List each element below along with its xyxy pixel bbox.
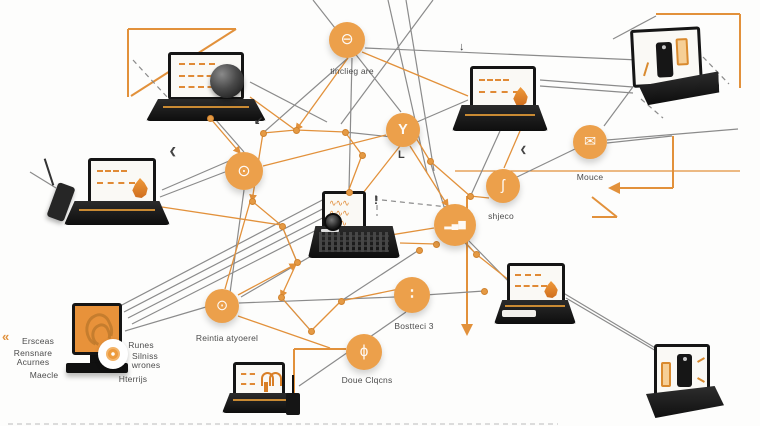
chart-doodle (241, 373, 255, 375)
edge-line (475, 253, 511, 282)
edge-line (237, 263, 298, 296)
edge-line (124, 306, 207, 332)
edge-line (362, 145, 401, 194)
edge-line (591, 196, 618, 218)
laptop-left-base (64, 201, 170, 225)
edge-line (237, 315, 331, 349)
edge-line (280, 296, 312, 332)
edge-line (127, 207, 343, 319)
edge-line (249, 96, 295, 130)
chart-doodle (515, 274, 541, 276)
edge-line (424, 290, 485, 296)
edge-line (429, 160, 471, 197)
edge-line (606, 128, 739, 141)
edge-line (347, 154, 363, 193)
laptop-bottom-center-base (222, 393, 300, 413)
edge-line (348, 57, 353, 191)
edge-line (262, 134, 387, 167)
edge-line (381, 199, 449, 208)
edge-line (249, 132, 264, 203)
chart-doodle (241, 383, 255, 385)
arch-doodle (269, 372, 282, 386)
edge-line (470, 130, 501, 196)
chart-doodle (179, 86, 223, 88)
usb-dongle-antenna (292, 375, 294, 395)
edge-line (229, 189, 245, 294)
edge-line (312, 0, 402, 113)
edge-line (161, 206, 282, 226)
edge-line (123, 201, 337, 313)
edge-line (340, 249, 420, 302)
edge-line (281, 225, 298, 263)
edge-line (565, 297, 669, 359)
edge-line (295, 129, 346, 133)
edge-line (238, 296, 396, 304)
flame-logo-icon (544, 281, 558, 298)
edge-line (340, 285, 406, 302)
speaker-knob-icon (324, 213, 342, 231)
edge-line (539, 85, 634, 94)
edge-line (467, 239, 513, 286)
flame-logo-icon (513, 87, 528, 106)
laptop-top-left-base (146, 99, 266, 121)
edge-line (606, 135, 673, 144)
edge-line (344, 131, 393, 138)
phone-icon (677, 354, 692, 387)
edge-line (240, 251, 319, 298)
orange-sticker-icon (661, 362, 671, 387)
flame-logo-icon (132, 178, 148, 198)
laptop-left-screen (88, 158, 156, 206)
edge-line (361, 51, 469, 97)
edge-line (224, 201, 251, 290)
edge-line (119, 195, 331, 307)
edge-line (310, 300, 342, 332)
desktop-base (66, 363, 128, 373)
edge-line (640, 98, 664, 119)
edge-line (399, 242, 437, 245)
chart-doodle (479, 91, 519, 93)
station-console (308, 226, 400, 258)
edge-line (131, 213, 349, 325)
edge-line (612, 15, 657, 40)
edge-line (215, 119, 245, 153)
laptop-right-middle-screen (507, 263, 565, 305)
edge-line (702, 56, 730, 85)
laptop-bottom-center-screen (233, 362, 285, 398)
edge-line (249, 81, 328, 123)
chart-doodle (97, 182, 135, 184)
edge-line (159, 171, 226, 198)
edge-line (161, 160, 230, 191)
chart-doodle (97, 170, 127, 172)
edge-line (209, 117, 241, 154)
edge-line (251, 200, 283, 227)
console-keys (319, 232, 389, 252)
globe-icon (210, 64, 244, 98)
edge-line (364, 47, 639, 61)
edge-line (516, 148, 576, 178)
chart-doodle (179, 63, 215, 65)
edge-line (539, 79, 634, 88)
usb-dongle (286, 393, 300, 415)
display-bottom-right-screen (654, 344, 710, 396)
edge-line (559, 290, 663, 353)
orange-sticker-icon (675, 38, 689, 66)
chart-doodle (479, 79, 509, 81)
chart-doodle (515, 285, 547, 287)
status-badge-icon (98, 339, 128, 369)
edge-line (295, 57, 349, 132)
edge-line (416, 99, 469, 123)
laptop-right-middle-base (494, 300, 576, 324)
edge-line (409, 145, 449, 208)
edge-line (262, 129, 297, 134)
edge-line (469, 195, 490, 199)
edge-line (262, 57, 349, 134)
edge-line (405, 0, 435, 172)
chart-doodle (179, 75, 231, 77)
laptop-top-center-base (452, 105, 548, 131)
waveform-doodle: ∿∿∿ (329, 198, 350, 208)
edge-line (503, 130, 521, 169)
waveform-doodle: ∿∿∿ (329, 208, 350, 218)
phone-icon (655, 41, 674, 78)
